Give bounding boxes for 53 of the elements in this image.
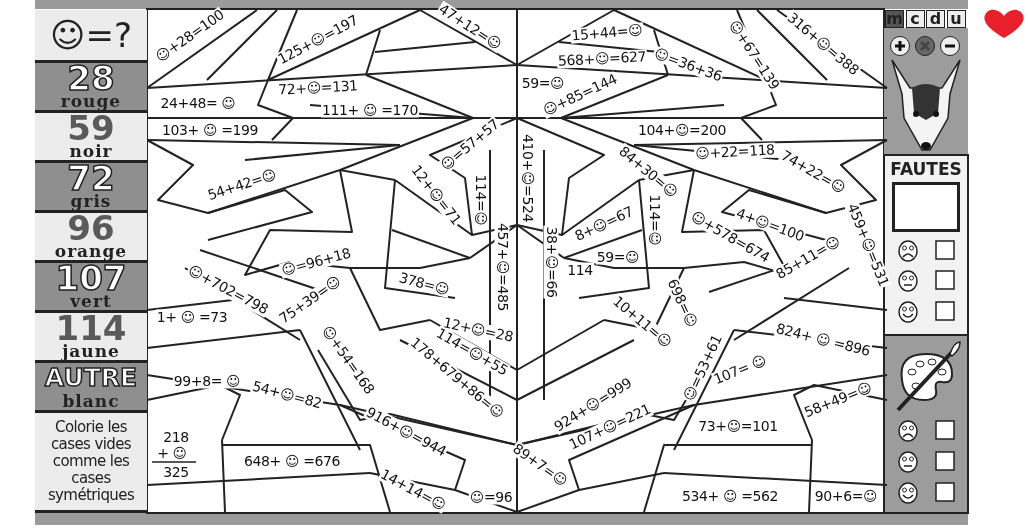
equation-label: 378=☺: [396, 269, 452, 299]
equation-label: 534+ ☺ =562: [681, 488, 779, 504]
place-value-cell: d: [926, 10, 945, 28]
equation-label: 218: [162, 429, 190, 445]
color-name: noir: [69, 143, 113, 160]
equation-label: 103+ ☺ =199: [161, 122, 259, 138]
color-key-cell: [35, 413, 147, 513]
equation-label: 24+48= ☺: [159, 95, 237, 111]
key-number: 28: [67, 63, 115, 93]
equation-label: 568+☺=627: [556, 49, 648, 69]
key-number: 107: [55, 263, 127, 293]
color-key-cell: [35, 63, 147, 113]
color-name: orange: [54, 243, 128, 260]
color-name: rouge: [60, 93, 122, 110]
key-number: AUTRE: [44, 363, 138, 393]
equation-label: 15+44=☺: [570, 22, 644, 44]
equation-label: 104+☺=200: [637, 122, 727, 138]
color-key-cell: [35, 113, 147, 163]
color-key-cell: [35, 363, 147, 413]
equation-label: 59=☺: [595, 249, 641, 265]
color-key-cell: [35, 213, 147, 263]
key-header-text: ☺=?: [50, 15, 132, 55]
key-number: 72: [67, 163, 115, 193]
color-name: jaune: [62, 343, 120, 360]
equation-label: 111+ ☺ =170: [321, 102, 419, 118]
equation-label: 90+6=☺: [813, 488, 879, 504]
equation-label: + ☺: [156, 445, 188, 461]
equation-label: 114=☺: [472, 173, 488, 227]
equation-label: 72+☺=131: [276, 78, 360, 98]
equation-label: 457+☺=485: [494, 222, 510, 312]
place-value-cell: u: [946, 10, 966, 28]
color-name: blanc: [62, 393, 120, 410]
instruction-text: Colorie les cases vides comme les cases symétriques: [46, 419, 136, 504]
equation-label: 325: [162, 464, 190, 480]
equation-label: ☺=96: [468, 489, 514, 505]
color-key-cell: [35, 263, 147, 313]
equation-label: 38+☺=66: [543, 225, 559, 299]
equation-label: 99+8= ☺: [172, 373, 242, 389]
mistakes-heading: FAUTES: [889, 158, 963, 180]
equation-label: 648+ ☺ =676: [243, 453, 341, 469]
key-number: 59: [67, 113, 115, 143]
color-key-cell: [35, 10, 147, 63]
color-name: gris: [70, 193, 112, 210]
equation-label: 410+☺=524: [519, 133, 535, 223]
color-name: vert: [70, 293, 112, 310]
key-number: 114: [55, 313, 127, 343]
color-key-cell: [35, 163, 147, 213]
key-number: 96: [67, 213, 115, 243]
equation-label: 114=☺: [646, 193, 662, 247]
place-value-cell: c: [905, 10, 925, 28]
equation-label: 73+☺=101: [697, 418, 779, 434]
equation-label: 114: [566, 262, 594, 278]
color-key-cell: [35, 313, 147, 363]
